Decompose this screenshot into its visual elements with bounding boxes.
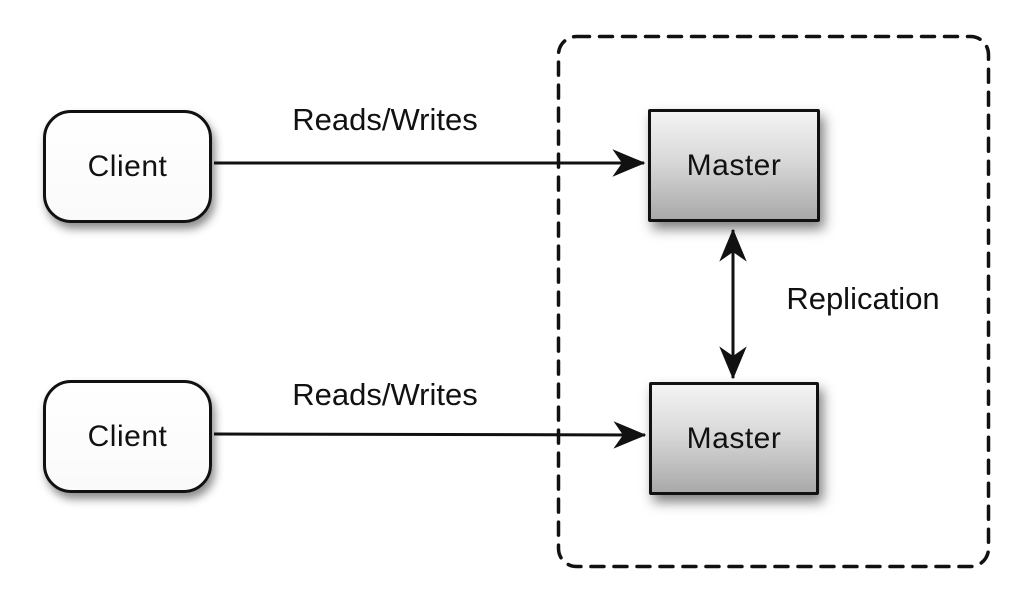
node-master-top-label: Master bbox=[686, 148, 782, 182]
node-master-top: Master bbox=[648, 109, 820, 222]
node-master-bottom-label: Master bbox=[686, 421, 782, 455]
node-master-bottom: Master bbox=[649, 382, 819, 495]
node-client-top: Client bbox=[43, 110, 212, 223]
edge-label-replication: Replication bbox=[786, 281, 940, 316]
node-client-top-label: Client bbox=[87, 149, 168, 183]
edge-label-reads-writes-bottom: Reads/Writes bbox=[292, 377, 478, 412]
edge-label-reads-writes-top: Reads/Writes bbox=[292, 102, 478, 137]
arrow-reads-writes-bottom bbox=[213, 421, 647, 449]
node-client-bottom: Client bbox=[43, 380, 212, 493]
node-client-bottom-label: Client bbox=[87, 419, 168, 453]
